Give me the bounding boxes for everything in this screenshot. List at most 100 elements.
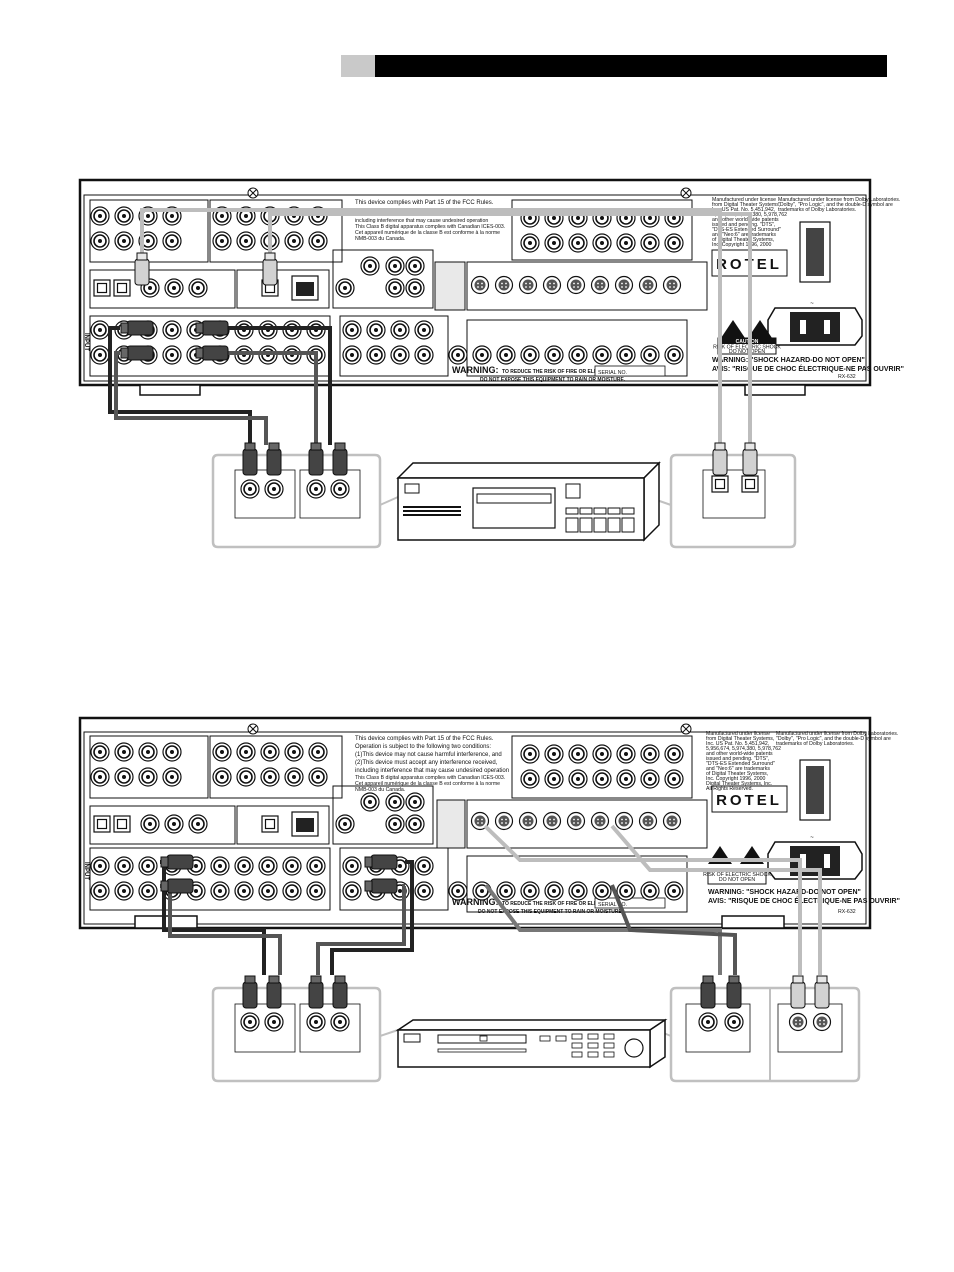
rca-jack-icon [258, 881, 278, 901]
rca-jack-icon [260, 767, 280, 787]
rca-jack-icon [138, 881, 158, 901]
svg-text:of Digital Theater Systems,: of Digital Theater Systems, [706, 771, 768, 777]
caution-sub-line: DO NOT OPEN [719, 877, 755, 883]
rca-jack-icon [162, 742, 182, 762]
optical-plug-icon [134, 252, 150, 286]
rca-jack-icon [544, 769, 564, 789]
shock-warning-fr: AVIS: "RISQUE DE CHOC ÉLECTRIQUE-NE PAS … [712, 364, 904, 373]
rca-jack-icon [592, 345, 612, 365]
rca-jack-icon [360, 256, 380, 276]
bottom-video-detail [655, 975, 861, 1083]
svg-text:NMB-003 du Canada.: NMB-003 du Canada. [355, 787, 405, 793]
rca-plug-icon [195, 320, 229, 336]
brand-logo: ROTEL [716, 256, 782, 273]
svg-text:"DTS-ES Extended Surround": "DTS-ES Extended Surround" [706, 761, 775, 767]
rca-jack-icon [140, 814, 160, 834]
s-video-jack-icon [590, 811, 610, 831]
svg-text:This Class B digital apparatus: This Class B digital apparatus complies … [355, 775, 505, 781]
svg-text:issued and pending. "DTS",: issued and pending. "DTS", [712, 222, 775, 228]
svg-text:"Dolby", "Pro Logic", and the: "Dolby", "Pro Logic", and the double-D s… [776, 736, 891, 742]
fire-warning: WARNING: TO REDUCE THE RISK OF FIRE OR E… [452, 365, 640, 383]
rca-jack-icon [342, 856, 362, 876]
rca-jack-icon [114, 231, 134, 251]
screw-icon [680, 723, 692, 735]
rca-jack-icon [260, 742, 280, 762]
svg-text:including interference that ma: including interference that may cause un… [355, 768, 509, 774]
svg-text:(1)This device may not cause h: (1)This device may not cause harmful int… [355, 752, 502, 758]
svg-text:Digital Theater Systems, Inc.: Digital Theater Systems, Inc. [706, 781, 772, 787]
svg-text:5,956,674, 5,974,380, 5,978,76: 5,956,674, 5,974,380, 5,978,762 [706, 746, 781, 752]
rca-jack-icon [138, 742, 158, 762]
rca-jack-icon [308, 767, 328, 787]
rca-jack-icon [90, 320, 110, 340]
rca-jack-icon [210, 856, 230, 876]
s-video-jack-icon [566, 275, 586, 295]
rca-jack-icon [162, 767, 182, 787]
rca-jack-icon [664, 744, 684, 764]
rca-jack-icon [640, 744, 660, 764]
rca-jack-icon [162, 345, 182, 365]
rca-jack-icon [234, 881, 254, 901]
rca-jack-icon [114, 742, 134, 762]
rca-jack-icon [664, 345, 684, 365]
rca-jack-icon [544, 233, 564, 253]
rca-jack-icon [90, 206, 110, 226]
rca-jack-icon [448, 881, 468, 901]
rca-jack-icon [405, 256, 425, 276]
header-bar-black [375, 55, 887, 77]
rca-jack-icon [138, 856, 158, 876]
rca-jack-icon [258, 856, 278, 876]
screw-icon [680, 187, 692, 199]
s-video-jack-icon [638, 275, 658, 295]
rca-jack-icon [360, 792, 380, 812]
rca-jack-icon [282, 881, 302, 901]
serial-number-label: SERIAL NO. [598, 902, 627, 908]
svg-text:Operation is subject to the fo: Operation is subject to the following tw… [355, 744, 491, 750]
svg-text:DO NOT EXPOSE THIS EQUIPMENT T: DO NOT EXPOSE THIS EQUIPMENT TO RAIN OR … [478, 909, 624, 915]
svg-text:TO REDUCE THE RISK OF FIRE OR: TO REDUCE THE RISK OF FIRE OR ELECTRICAL… [502, 901, 640, 907]
svg-text:issued and pending. "DTS",: issued and pending. "DTS", [706, 756, 769, 762]
svg-text:Cet appareil numérique de la c: Cet appareil numérique de la classe B es… [355, 230, 500, 236]
rca-jack-icon [592, 881, 612, 901]
svg-text:from Digital Theater Systems,: from Digital Theater Systems, [712, 202, 780, 208]
optical-jack-icon [93, 279, 111, 297]
rca-jack-icon [520, 233, 540, 253]
rca-jack-icon [385, 814, 405, 834]
rca-jack-icon [90, 767, 110, 787]
input-label: INPUT [83, 333, 89, 351]
rca-jack-icon [90, 856, 110, 876]
s-video-jack-icon [494, 811, 514, 831]
svg-text:trademarks of Dolby Laboratori: trademarks of Dolby Laboratories. [778, 207, 856, 213]
fire-warning: WARNING: TO REDUCE THE RISK OF FIRE OR E… [452, 897, 640, 915]
s-video-jack-icon [662, 275, 682, 295]
model-number: RX-632 [838, 909, 856, 915]
rca-jack-icon [188, 278, 208, 298]
rca-jack-icon [520, 769, 540, 789]
rca-jack-icon [284, 767, 304, 787]
s-video-jack-icon [662, 811, 682, 831]
rca-jack-icon [308, 231, 328, 251]
s-video-jack-icon [542, 275, 562, 295]
rca-jack-icon [405, 814, 425, 834]
top-analog-detail [211, 442, 399, 549]
s-video-jack-icon [638, 811, 658, 831]
rca-plug-icon [120, 345, 154, 361]
dts-license-notice: Manufactured under license from Digital … [706, 731, 781, 792]
shock-warning-en: WARNING: "SHOCK HAZARD-DO NOT OPEN" [712, 357, 865, 364]
svg-text:~: ~ [810, 301, 814, 307]
svg-text:and "Neo:6" are trademarks: and "Neo:6" are trademarks [712, 232, 776, 238]
rca-jack-icon [234, 856, 254, 876]
rca-jack-icon [188, 814, 208, 834]
svg-text:Inc. US Pat. No. 5,451,942,: Inc. US Pat. No. 5,451,942, [712, 207, 775, 213]
s-video-jack-icon [494, 275, 514, 295]
svg-text:This device complies with Part: This device complies with Part 15 of the… [355, 736, 494, 742]
rca-jack-icon [568, 744, 588, 764]
shock-warning-en: WARNING: "SHOCK HAZARD-DO NOT OPEN" [708, 889, 861, 896]
rca-jack-icon [640, 345, 660, 365]
svg-text:including interference that ma: including interference that may cause un… [355, 218, 488, 224]
svg-text:of Digital Theater Systems,: of Digital Theater Systems, [712, 237, 774, 243]
rca-jack-icon [284, 231, 304, 251]
svg-text:"DTS-ES Extended Surround": "DTS-ES Extended Surround" [712, 227, 781, 233]
rca-jack-icon [342, 881, 362, 901]
rca-jack-icon [390, 345, 410, 365]
